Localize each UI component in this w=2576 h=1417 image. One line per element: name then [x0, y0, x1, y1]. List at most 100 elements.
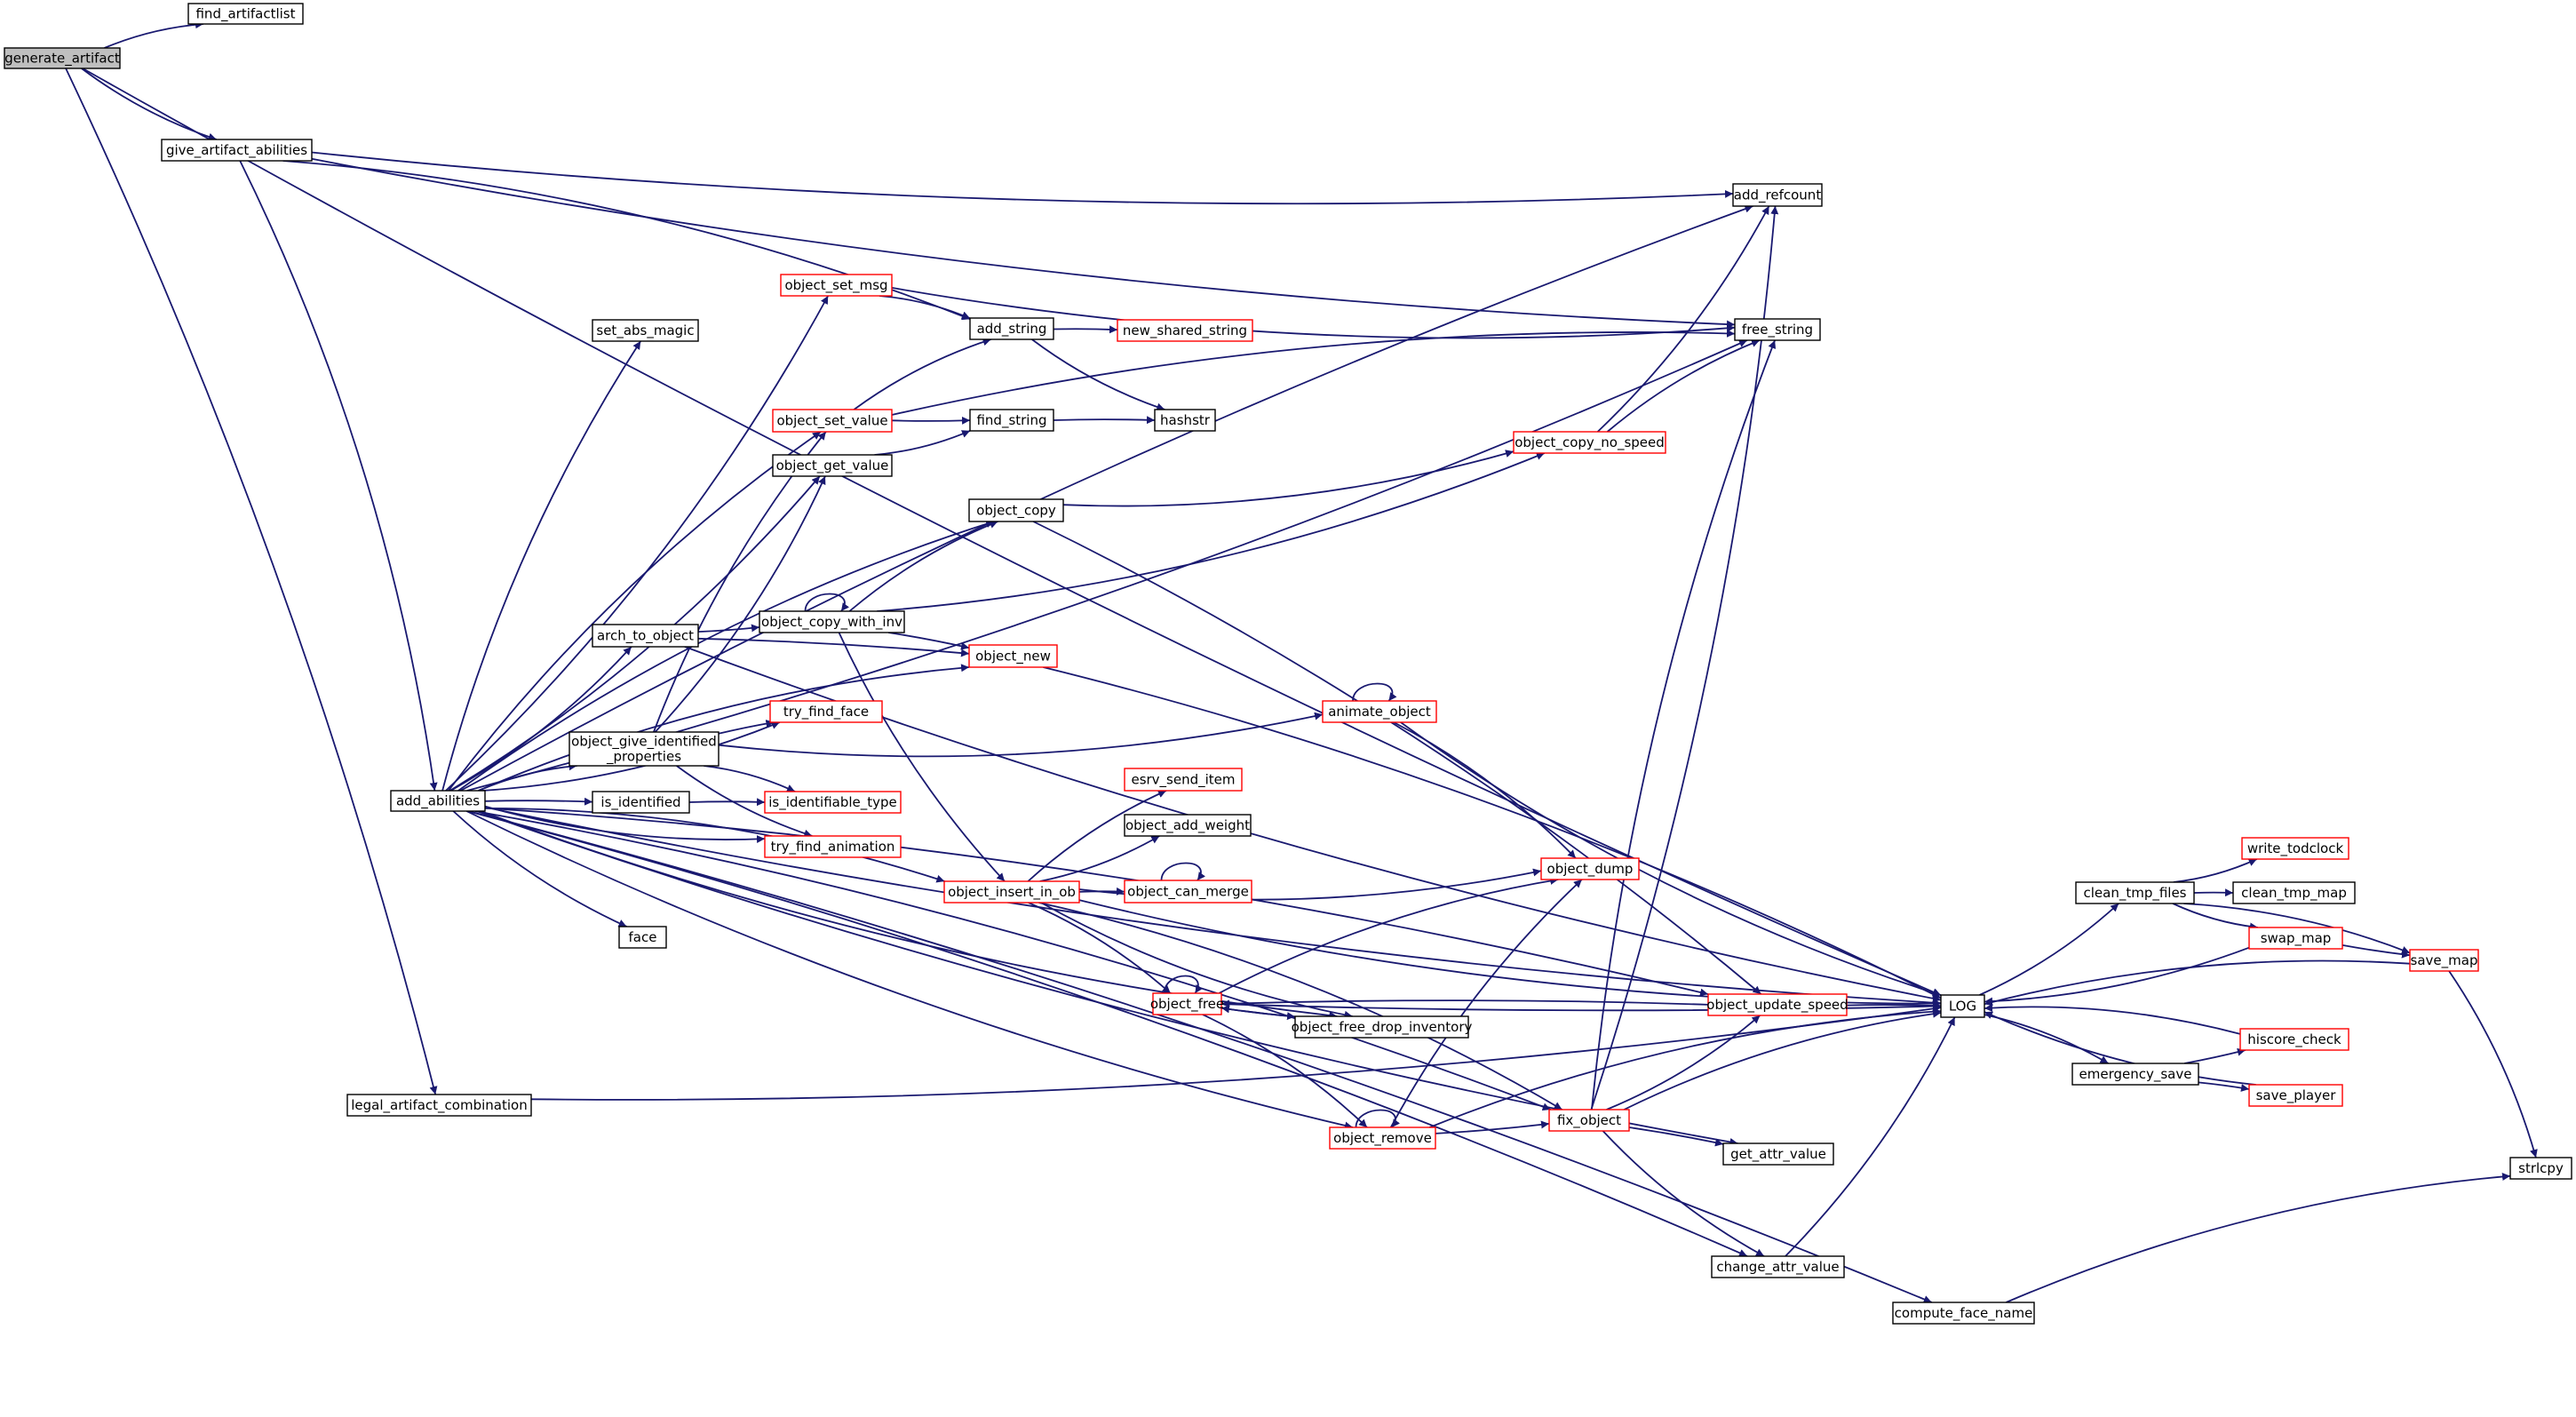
- edge-fix_object-to-free_string: [1591, 339, 1777, 1111]
- edge-arch_to_object-to-object_new: [697, 637, 970, 657]
- node-label-save_map: save_map: [2411, 952, 2478, 969]
- node-label-emergency_save: emergency_save: [2079, 1066, 2192, 1083]
- node-object_free_drop_inventory[interactable]: object_free_drop_inventory: [1292, 1015, 1473, 1039]
- node-box-write_todclock: [2241, 837, 2349, 860]
- node-object_get_value[interactable]: object_get_value: [772, 454, 893, 477]
- node-change_attr_value[interactable]: change_attr_value: [1711, 1255, 1845, 1278]
- node-box-object_give_identified_properties: [568, 731, 720, 767]
- node-hashstr[interactable]: hashstr: [1154, 409, 1216, 432]
- node-esrv_send_item[interactable]: esrv_send_item: [1124, 768, 1243, 792]
- node-give_artifact_abilities[interactable]: give_artifact_abilities: [161, 139, 313, 162]
- node-label-new_shared_string: new_shared_string: [1123, 322, 1247, 339]
- node-object_new[interactable]: object_new: [968, 644, 1058, 668]
- node-object_set_value[interactable]: object_set_value: [772, 409, 893, 433]
- edges-layer: [65, 20, 2538, 1303]
- node-label-is_identifiable_type: is_identifiable_type: [768, 794, 897, 811]
- edge-object_free-to-object_remove: [1202, 1014, 1368, 1128]
- edge-swap_map-to-save_map: [2341, 944, 2411, 959]
- node-find_string[interactable]: find_string: [969, 409, 1054, 432]
- node-try_find_face[interactable]: try_find_face: [769, 700, 883, 723]
- node-box-compute_face_name: [1892, 1302, 2035, 1325]
- node-box-set_abs_magic: [592, 319, 699, 342]
- node-swap_map[interactable]: swap_map: [2248, 927, 2343, 950]
- node-emergency_save[interactable]: emergency_save: [2071, 1063, 2199, 1086]
- node-clean_tmp_map[interactable]: clean_tmp_map: [2232, 881, 2356, 904]
- node-object_insert_in_ob[interactable]: object_insert_in_ob: [943, 880, 1080, 904]
- edge-add_abilities-to-change_attr_value: [466, 810, 1748, 1257]
- edge-object_new-to-LOG: [1043, 666, 1942, 999]
- node-label-object_free: object_free: [1150, 996, 1224, 1013]
- node-label-face: face: [629, 929, 657, 945]
- node-label-clean_tmp_map: clean_tmp_map: [2241, 885, 2347, 902]
- node-add_string[interactable]: add_string: [969, 317, 1054, 340]
- node-legal_artifact_combination[interactable]: legal_artifact_combination: [346, 1094, 532, 1117]
- node-object_dump[interactable]: object_dump: [1540, 857, 1640, 880]
- node-try_find_animation[interactable]: try_find_animation: [764, 835, 902, 858]
- edge-give_artifact_abilities-to-add_abilities: [239, 160, 438, 792]
- edge-save_player-to-LOG: [1984, 1011, 2256, 1086]
- edge-object_remove-to-object_remove: [1355, 1109, 1400, 1128]
- node-add_abilities[interactable]: add_abilities: [390, 790, 486, 812]
- node-object_give_identified_properties[interactable]: object_give_identified_properties: [568, 731, 720, 767]
- node-object_update_speed[interactable]: object_update_speed: [1706, 993, 1849, 1016]
- edge-hiscore_check-to-LOG: [1984, 1003, 2241, 1035]
- node-arch_to_object[interactable]: arch_to_object: [592, 624, 699, 648]
- node-is_identifiable_type[interactable]: is_identifiable_type: [764, 791, 902, 814]
- edge-object_give_identified_properties-to-try_find_face: [718, 720, 775, 735]
- edge-object_insert_in_ob-to-object_add_weight: [1039, 835, 1160, 882]
- node-box-find_artifactlist: [187, 3, 304, 25]
- node-box-swap_map: [2248, 927, 2343, 950]
- node-is_identified[interactable]: is_identified: [592, 791, 690, 814]
- node-save_player[interactable]: save_player: [2248, 1084, 2343, 1107]
- edge-save_map-to-strlcpy: [2448, 970, 2538, 1158]
- edge-add_abilities-to-fix_object: [474, 810, 1552, 1111]
- node-compute_face_name[interactable]: compute_face_name: [1892, 1302, 2035, 1325]
- node-object_free[interactable]: object_free: [1150, 992, 1224, 1015]
- node-get_attr_value[interactable]: get_attr_value: [1722, 1142, 1834, 1166]
- edge-emergency_save-to-hiscore_check: [2183, 1047, 2246, 1064]
- node-save_map[interactable]: save_map: [2409, 949, 2479, 972]
- edge-object_copy-to-object_update_speed: [1032, 521, 1762, 995]
- edge-object_remove-to-object_dump: [1389, 879, 1583, 1128]
- node-object_add_weight[interactable]: object_add_weight: [1124, 814, 1252, 837]
- node-object_remove[interactable]: object_remove: [1329, 1126, 1436, 1150]
- node-animate_object[interactable]: animate_object: [1322, 700, 1437, 723]
- edge-object_update_speed-to-LOG: [1846, 1001, 1942, 1010]
- node-clean_tmp_files[interactable]: clean_tmp_files: [2075, 881, 2195, 904]
- node-box-is_identified: [592, 791, 690, 814]
- edge-add_abilities-to-object_get_value: [449, 475, 821, 792]
- node-hiscore_check[interactable]: hiscore_check: [2239, 1028, 2349, 1051]
- node-generate_artifact[interactable]: generate_artifact: [4, 47, 121, 69]
- node-label-try_find_face: try_find_face: [783, 704, 869, 720]
- node-write_todclock[interactable]: write_todclock: [2241, 837, 2349, 860]
- edge-add_string-to-hashstr: [1031, 338, 1165, 411]
- edge-add_abilities-to-try_find_animation: [484, 805, 766, 843]
- edge-clean_tmp_files-to-save_map: [2183, 903, 2411, 954]
- edge-object_copy-to-object_copy_no_speed: [1062, 450, 1515, 507]
- node-box-save_player: [2248, 1084, 2343, 1107]
- node-label-save_player: save_player: [2256, 1087, 2337, 1104]
- node-face[interactable]: face: [618, 926, 667, 949]
- node-free_string[interactable]: free_string: [1734, 318, 1821, 341]
- node-set_abs_magic[interactable]: set_abs_magic: [592, 319, 699, 342]
- node-fix_object[interactable]: fix_object: [1548, 1109, 1630, 1132]
- edge-object_set_value-to-add_string: [853, 338, 991, 410]
- edge-fix_object-to-object_update_speed: [1606, 1015, 1761, 1111]
- edge-object_give_identified_properties-to-object_get_value: [654, 475, 826, 733]
- node-strlcpy[interactable]: strlcpy: [2509, 1157, 2572, 1180]
- node-object_set_msg[interactable]: object_set_msg: [780, 274, 893, 297]
- node-add_refcount[interactable]: add_refcount: [1732, 183, 1823, 207]
- node-object_can_merge[interactable]: object_can_merge: [1124, 880, 1252, 904]
- node-LOG[interactable]: LOG: [1940, 994, 1985, 1018]
- node-find_artifactlist[interactable]: find_artifactlist: [187, 3, 304, 25]
- node-object_copy_with_inv[interactable]: object_copy_with_inv: [759, 610, 905, 633]
- edge-add_abilities-to-object_update_speed: [484, 807, 1709, 997]
- node-object_copy_no_speed[interactable]: object_copy_no_speed: [1513, 431, 1666, 454]
- edge-object_set_value-to-find_string: [891, 416, 971, 425]
- node-object_copy[interactable]: object_copy: [968, 498, 1064, 522]
- node-new_shared_string[interactable]: new_shared_string: [1117, 319, 1253, 342]
- node-box-object_update_speed: [1707, 993, 1848, 1016]
- node-box-free_string: [1734, 318, 1821, 341]
- edge-object_update_speed-to-object_free: [1220, 999, 1709, 1008]
